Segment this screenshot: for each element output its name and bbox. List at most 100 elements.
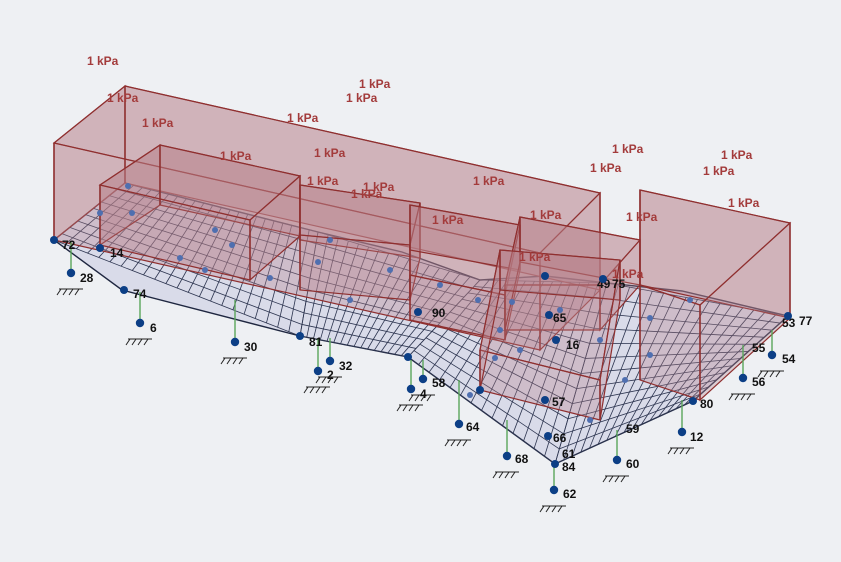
support-node [767,350,777,360]
node-label: 54 [782,352,796,366]
ground-hatch [679,447,685,455]
ground-hatch [327,376,333,384]
mesh-line [53,239,301,337]
mesh-node [347,297,353,303]
mesh-node [229,242,235,248]
ground-hatch [728,393,734,401]
mesh-line [413,350,560,450]
mesh-line [567,379,717,420]
mesh-line [313,237,339,339]
mesh-line [305,300,433,332]
mesh-line [425,337,569,420]
ground-hatch [408,404,414,412]
mesh-node [315,259,321,265]
node-marker [96,244,104,252]
mesh-node [129,210,135,216]
mesh-node [597,337,603,343]
ground-hatch [504,471,510,479]
mesh-line [479,279,608,284]
ground-hatch [408,394,414,402]
ground-hatch [125,338,131,346]
mesh-line [431,330,573,405]
mesh-line [585,351,749,359]
load-label: 1 kPa [87,54,119,68]
mesh-line [266,225,293,324]
mesh-node [517,347,523,353]
ground-hatch [746,393,752,401]
mesh-node [475,297,481,303]
node-label: 53 [782,316,796,330]
support-node [502,451,512,461]
ground-hatch [740,393,746,401]
mesh-line [443,318,582,374]
node-label: 74 [133,287,147,301]
ground-hatch [734,393,740,401]
load-label: 1 kPa [346,91,378,105]
load-label: 1 kPa [721,148,753,162]
node-marker [404,353,412,361]
node-marker [120,286,128,294]
mesh-line [554,400,694,465]
mesh-line [301,324,417,349]
node-label: 68 [515,452,529,466]
ground-hatch [315,376,321,384]
ground-hatch [757,370,763,378]
mesh-line [598,312,773,331]
mesh-line [319,240,349,341]
load-label: 1 kPa [351,187,383,201]
ground-hatch [545,505,551,513]
load-label: 1 kPa [314,146,346,160]
mesh-node [647,352,653,358]
support-node [738,373,748,383]
ground-hatch [456,439,462,447]
support-node [418,374,428,384]
node-label: 32 [339,359,353,373]
mesh-line [117,188,317,244]
node-label: 81 [309,335,323,349]
mesh-line [317,231,481,281]
ground-hatch [303,386,309,394]
ground-hatch [309,386,315,394]
load-label: 1 kPa [220,149,252,163]
mesh-node [387,267,393,273]
node-label: 61 [562,447,576,461]
ground-hatch [450,439,456,447]
node-label: 6 [150,321,157,335]
mesh-line [589,342,757,345]
mesh-node [557,307,563,313]
load-label: 1 kPa [142,116,174,130]
ground-hatch [444,439,450,447]
load-label: 1 kPa [432,213,464,227]
mesh-line [313,254,465,298]
mesh-line [467,292,599,314]
mesh-line [400,276,471,356]
mesh-line [307,289,441,324]
load-label: 1 kPa [728,196,760,210]
load-label: 1 kPa [359,77,391,91]
node-marker [784,312,792,320]
load-label: 1 kPa [107,91,139,105]
mesh-line [199,211,240,297]
mesh-line [340,249,380,345]
node-label: 80 [700,397,714,411]
mesh-line [360,258,410,349]
mesh-node [125,183,131,189]
node-label: 84 [562,460,576,474]
ground-hatch [414,394,420,402]
node-label: 30 [244,340,258,354]
node-label: 28 [80,271,94,285]
node-label: 65 [553,311,567,325]
load-label: 1 kPa [612,267,644,281]
mesh-line [602,297,781,324]
mesh-line [221,216,257,306]
inner-mesh-nodes [97,183,693,423]
mesh-line [120,196,178,267]
ground-hatch [420,394,426,402]
mesh-line [277,227,301,328]
mesh-node [587,417,593,423]
load-label: 1 kPa [307,174,339,188]
ground-hatch [685,447,691,455]
mesh-line [394,273,461,355]
